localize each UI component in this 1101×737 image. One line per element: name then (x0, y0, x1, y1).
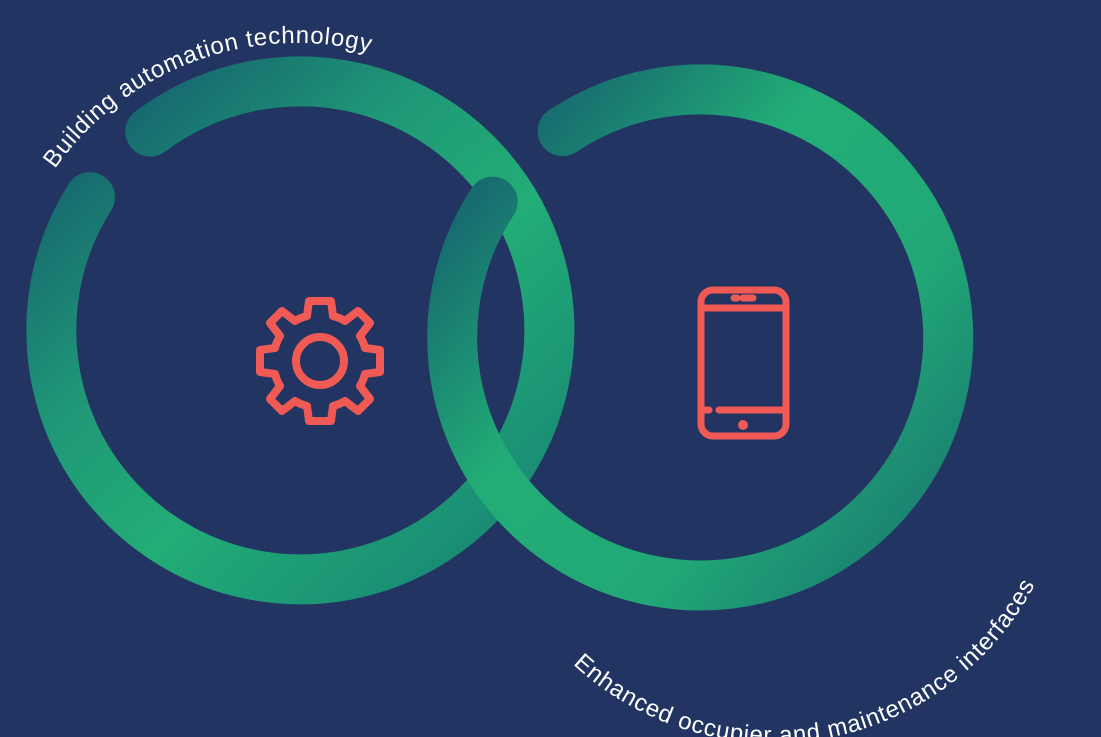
right-ring-arc (427, 64, 974, 611)
mobile-phone-icon (697, 286, 790, 440)
gear-icon (256, 297, 384, 425)
